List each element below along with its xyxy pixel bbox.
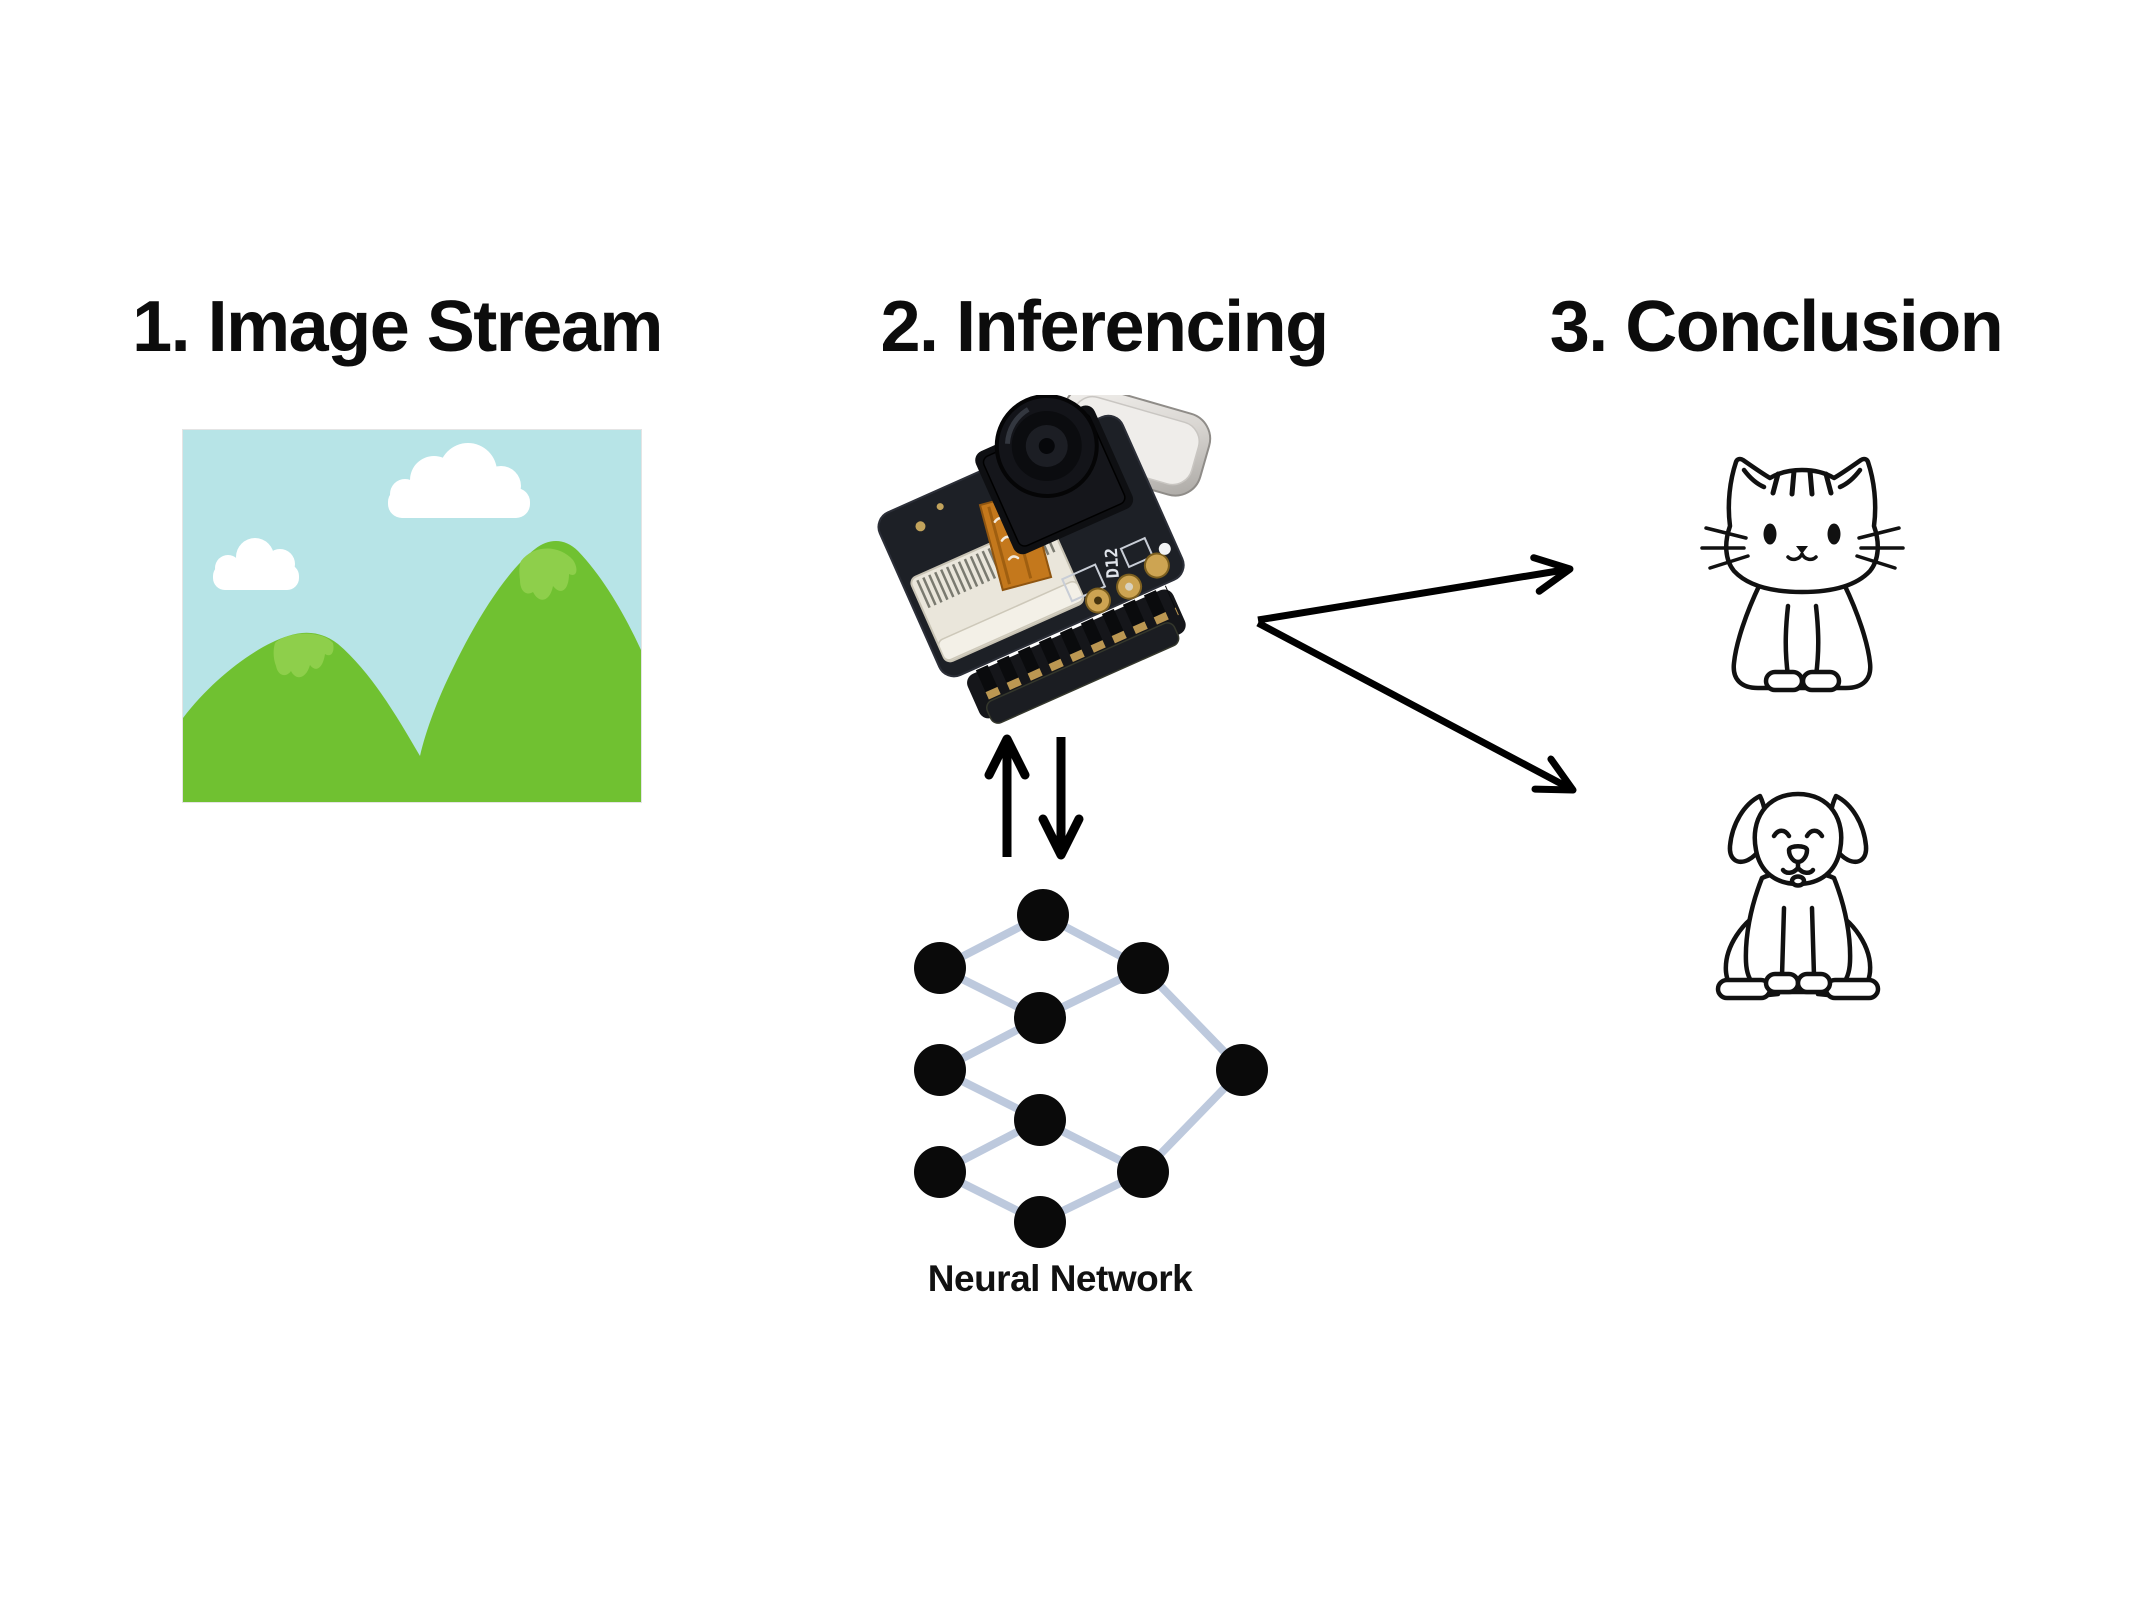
neural-network-label: Neural Network: [927, 1258, 1193, 1299]
dog-mouth: [1780, 859, 1816, 875]
camera-board-icon: D12: [877, 395, 1212, 724]
nn-node: [914, 942, 966, 994]
cloud-icon: [388, 443, 530, 518]
silkscreen-markings: D12: [1060, 536, 1155, 603]
dog-paw: [1763, 971, 1801, 995]
landscape-mountains: [183, 540, 641, 802]
cloud-icon: [213, 538, 299, 590]
cat-head: [1724, 456, 1880, 595]
cat-paw: [1763, 669, 1805, 693]
nn-node: [1117, 1146, 1169, 1198]
dog-paw: [1795, 971, 1833, 995]
dog-icon: [1715, 791, 1881, 1001]
nn-node: [1014, 1196, 1066, 1248]
board-silkscreen-text: D12: [1102, 547, 1124, 579]
nn-node: [1017, 889, 1069, 941]
dog-foot: [1823, 977, 1881, 1001]
arrow-down-icon: [1038, 737, 1084, 860]
dog-front-legs: [1779, 905, 1817, 979]
cat-body: [1731, 575, 1873, 691]
step3-heading: 3. Conclusion: [1549, 287, 2004, 367]
cat-head-stripes: [1770, 468, 1834, 497]
step2-heading: 2. Inferencing: [880, 287, 1329, 367]
dog-nose: [1786, 844, 1810, 865]
stacked-lower-board: [967, 585, 1186, 724]
dog-head: [1752, 791, 1844, 887]
nn-node: [914, 1146, 966, 1198]
camera-lens-icon: [994, 395, 1099, 499]
cat-eye: [1763, 523, 1777, 545]
nn-node: [1117, 942, 1169, 994]
cat-nose: [1796, 546, 1808, 554]
landscape-image-icon: [182, 429, 642, 803]
dog-foot: [1715, 977, 1773, 1001]
arrow-up-icon: [984, 734, 1030, 857]
gold-pads: [915, 503, 1171, 614]
arrow-to-cat-icon: [1257, 554, 1574, 624]
dog-open-mouth: [1789, 874, 1807, 888]
nn-node: [1014, 992, 1066, 1044]
nn-node: [1014, 1094, 1066, 1146]
cat-eye: [1827, 523, 1841, 545]
cat-ear-inner-lines: [1741, 467, 1863, 490]
cat-front-legs: [1783, 603, 1821, 679]
conclusion-arrows: [1256, 554, 1577, 794]
cat-paw: [1800, 669, 1842, 693]
cat-mouth: [1786, 552, 1818, 562]
dog-eyes-closed: [1771, 828, 1825, 839]
arrow-to-dog-icon: [1256, 619, 1577, 794]
neural-network-graph-icon: [914, 889, 1268, 1248]
step1-heading: 1. Image Stream: [132, 287, 663, 367]
cat-whiskers: [1700, 526, 1905, 570]
dog-body: [1743, 869, 1853, 995]
nn-node: [914, 1044, 966, 1096]
nn-node: [1216, 1044, 1268, 1096]
cat-icon: [1700, 456, 1905, 693]
camera-network-arrows: [984, 734, 1084, 860]
